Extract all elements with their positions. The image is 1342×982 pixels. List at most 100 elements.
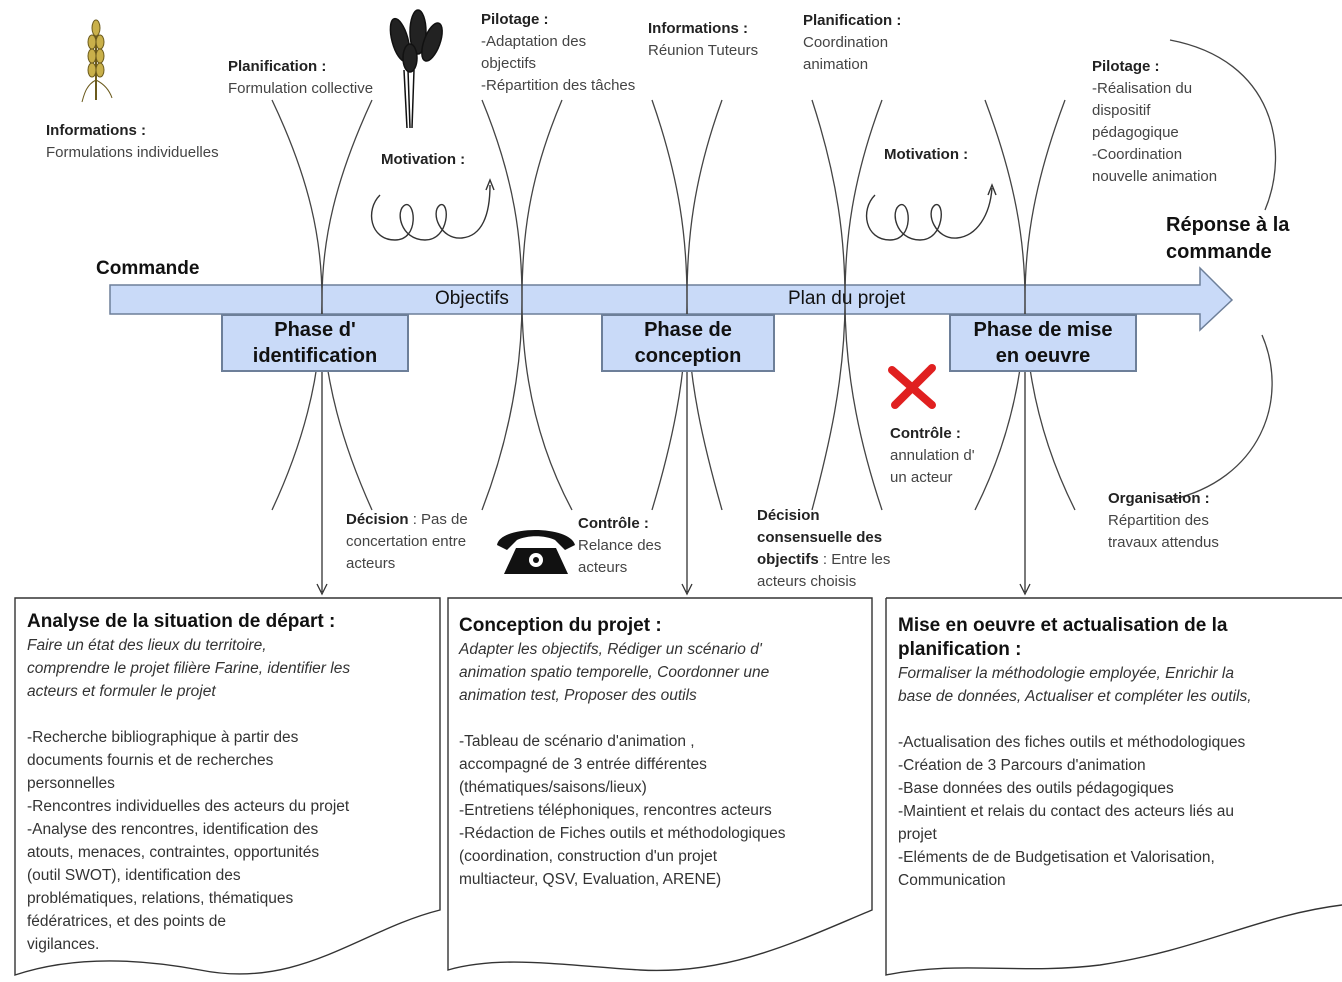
- box-line: projet: [898, 826, 937, 843]
- label-line: Formulation collective: [228, 80, 374, 97]
- wheat-bundle-icon: [389, 9, 443, 129]
- box-line: multiacteur, QSV, Evaluation, ARENE): [459, 871, 722, 888]
- box-line: fédératrices, et des points de: [27, 913, 227, 930]
- box-line: -Base données des outils pédagogiques: [898, 780, 1174, 797]
- box-line: -Maintient et relais du contact des acte…: [898, 803, 1235, 820]
- label-title: Décision: [346, 511, 409, 528]
- box-line: (outil SWOT), identification des: [27, 867, 241, 884]
- box-line: acteurs et formuler le projet: [27, 683, 216, 700]
- box-line: -Entretiens téléphoniques, rencontres ac…: [459, 802, 772, 819]
- phase-line: en oeuvre: [995, 345, 1091, 367]
- box-objectives: Faire un état des lieux du territoire, c…: [27, 634, 437, 703]
- box-body: -Tableau de scénario d'animation , accom…: [459, 730, 869, 891]
- start-label: Commande: [96, 258, 200, 279]
- label-line: acteurs: [346, 555, 396, 572]
- box-line: Adapter les objectifs, Rédiger un scénar…: [459, 641, 762, 658]
- label-title: consensuelle des: [757, 529, 883, 546]
- box-line: documents fournis et de recherches: [27, 752, 274, 769]
- phase-line: conception: [634, 345, 742, 367]
- label-line: acteurs: [578, 559, 628, 576]
- end-label: Réponse à la commande: [1166, 212, 1289, 266]
- box-line: -Rédaction de Fiches outils et méthodolo…: [459, 825, 786, 842]
- label-line: Coordination: [803, 34, 889, 51]
- red-cross-icon: [888, 364, 936, 409]
- label-line: -Répartition des tâches: [481, 77, 636, 94]
- phase-line: Phase de: [644, 319, 732, 341]
- label-decision-left: Décision : Pas de concertation entre act…: [346, 509, 468, 575]
- label-controle-mid: Contrôle : Relance des acteurs: [578, 513, 661, 579]
- box-line: -Analyse des rencontres, identification …: [27, 821, 319, 838]
- box-line: atouts, menaces, contraintes, opportunit…: [27, 844, 320, 861]
- arrow-text-plan: Plan du projet: [788, 288, 906, 309]
- label-decision-mid: Décision consensuelle des objectifs : En…: [757, 505, 890, 593]
- box-line: Formaliser la méthodologie employée, Enr…: [898, 665, 1234, 682]
- label-line: pédagogique: [1092, 124, 1179, 141]
- label-title: Motivation :: [381, 151, 466, 168]
- label-title: Informations :: [46, 122, 146, 139]
- box-conception: Conception du projet : Adapter les objec…: [459, 614, 869, 891]
- label-title: Motivation :: [884, 146, 969, 163]
- label-title: objectifs: [757, 551, 819, 568]
- label-title: Pilotage :: [1092, 58, 1160, 75]
- box-body: -Actualisation des fiches outils et méth…: [898, 731, 1338, 892]
- box-line: (thématiques/saisons/lieux): [459, 779, 647, 796]
- box-line: -Rencontres individuelles des acteurs du…: [27, 798, 350, 815]
- box-line: Communication: [898, 872, 1006, 889]
- box-line: base de données, Actualiser et compléter…: [898, 688, 1252, 705]
- spiral-icon: [865, 183, 997, 241]
- label-controle-right: Contrôle : annulation d' un acteur: [890, 423, 975, 489]
- label-line: Relance des: [578, 537, 662, 554]
- box-line: vigilances.: [27, 936, 100, 953]
- label-informations-left: Informations : Formulations individuelle…: [46, 120, 219, 164]
- box-line: animation test, Proposer des outils: [459, 687, 697, 704]
- arrow-text-objectifs: Objectifs: [435, 288, 509, 309]
- label-line: concertation entre: [346, 533, 467, 550]
- label-line: : Entre les: [818, 551, 891, 568]
- label-organisation: Organisation : Répartition des travaux a…: [1108, 488, 1219, 554]
- box-objectives: Formaliser la méthodologie employée, Enr…: [898, 662, 1338, 708]
- label-title: Informations :: [648, 20, 748, 37]
- label-title: Contrôle :: [890, 425, 961, 442]
- label-line: travaux attendus: [1108, 534, 1219, 551]
- wheat-icon: [81, 19, 113, 103]
- label-title: Décision: [757, 507, 820, 524]
- box-line: -Actualisation des fiches outils et méth…: [898, 734, 1246, 751]
- telephone-icon: [497, 530, 575, 574]
- label-line: un acteur: [890, 469, 953, 486]
- phase-line: Phase d': [274, 319, 356, 341]
- label-line: Réunion Tuteurs: [648, 42, 759, 59]
- box-title: Analyse de la situation de départ :: [27, 611, 336, 632]
- box-title-line: Mise en oeuvre et actualisation de la: [898, 615, 1228, 636]
- label-line: animation: [803, 56, 869, 73]
- label-line: nouvelle animation: [1092, 168, 1218, 185]
- label-line: : Pas de: [408, 511, 468, 528]
- label-planification-right: Planification : Coordination animation: [803, 10, 901, 76]
- label-line: -Coordination: [1092, 146, 1183, 163]
- phase-mise-en-oeuvre: Phase de mise en oeuvre: [949, 314, 1137, 372]
- box-line: animation spatio temporelle, Coordonner …: [459, 664, 770, 681]
- spiral-icon: [370, 178, 495, 241]
- document-outlines: [14, 597, 1342, 976]
- down-arrows: [316, 370, 1031, 596]
- label-motivation-right: Motivation :: [884, 144, 968, 166]
- label-line: -Adaptation des: [481, 33, 587, 50]
- box-line: comprendre le projet filière Farine, ide…: [27, 660, 351, 677]
- label-title: Planification :: [228, 58, 327, 75]
- label-line: objectifs: [481, 55, 537, 72]
- label-line: -Réalisation du: [1092, 80, 1193, 97]
- box-line: personnelles: [27, 775, 115, 792]
- label-informations-mid: Informations : Réunion Tuteurs: [648, 18, 758, 62]
- box-line: Faire un état des lieux du territoire,: [27, 637, 267, 654]
- box-title: Mise en oeuvre et actualisation de la pl…: [898, 614, 1338, 662]
- box-line: -Tableau de scénario d'animation ,: [459, 733, 695, 750]
- label-line: dispositif: [1092, 102, 1151, 119]
- box-line: -Eléments de de Budgetisation et Valoris…: [898, 849, 1215, 866]
- box-objectives: Adapter les objectifs, Rédiger un scénar…: [459, 638, 869, 707]
- label-title: Planification :: [803, 12, 902, 29]
- box-line: (coordination, construction d'un projet: [459, 848, 717, 865]
- box-body: -Recherche bibliographique à partir des …: [27, 726, 437, 956]
- phase-line: identification: [252, 345, 378, 367]
- box-title: Conception du projet :: [459, 615, 662, 636]
- phase-identification: Phase d' identification: [221, 314, 409, 372]
- box-mise-en-oeuvre: Mise en oeuvre et actualisation de la pl…: [898, 614, 1338, 892]
